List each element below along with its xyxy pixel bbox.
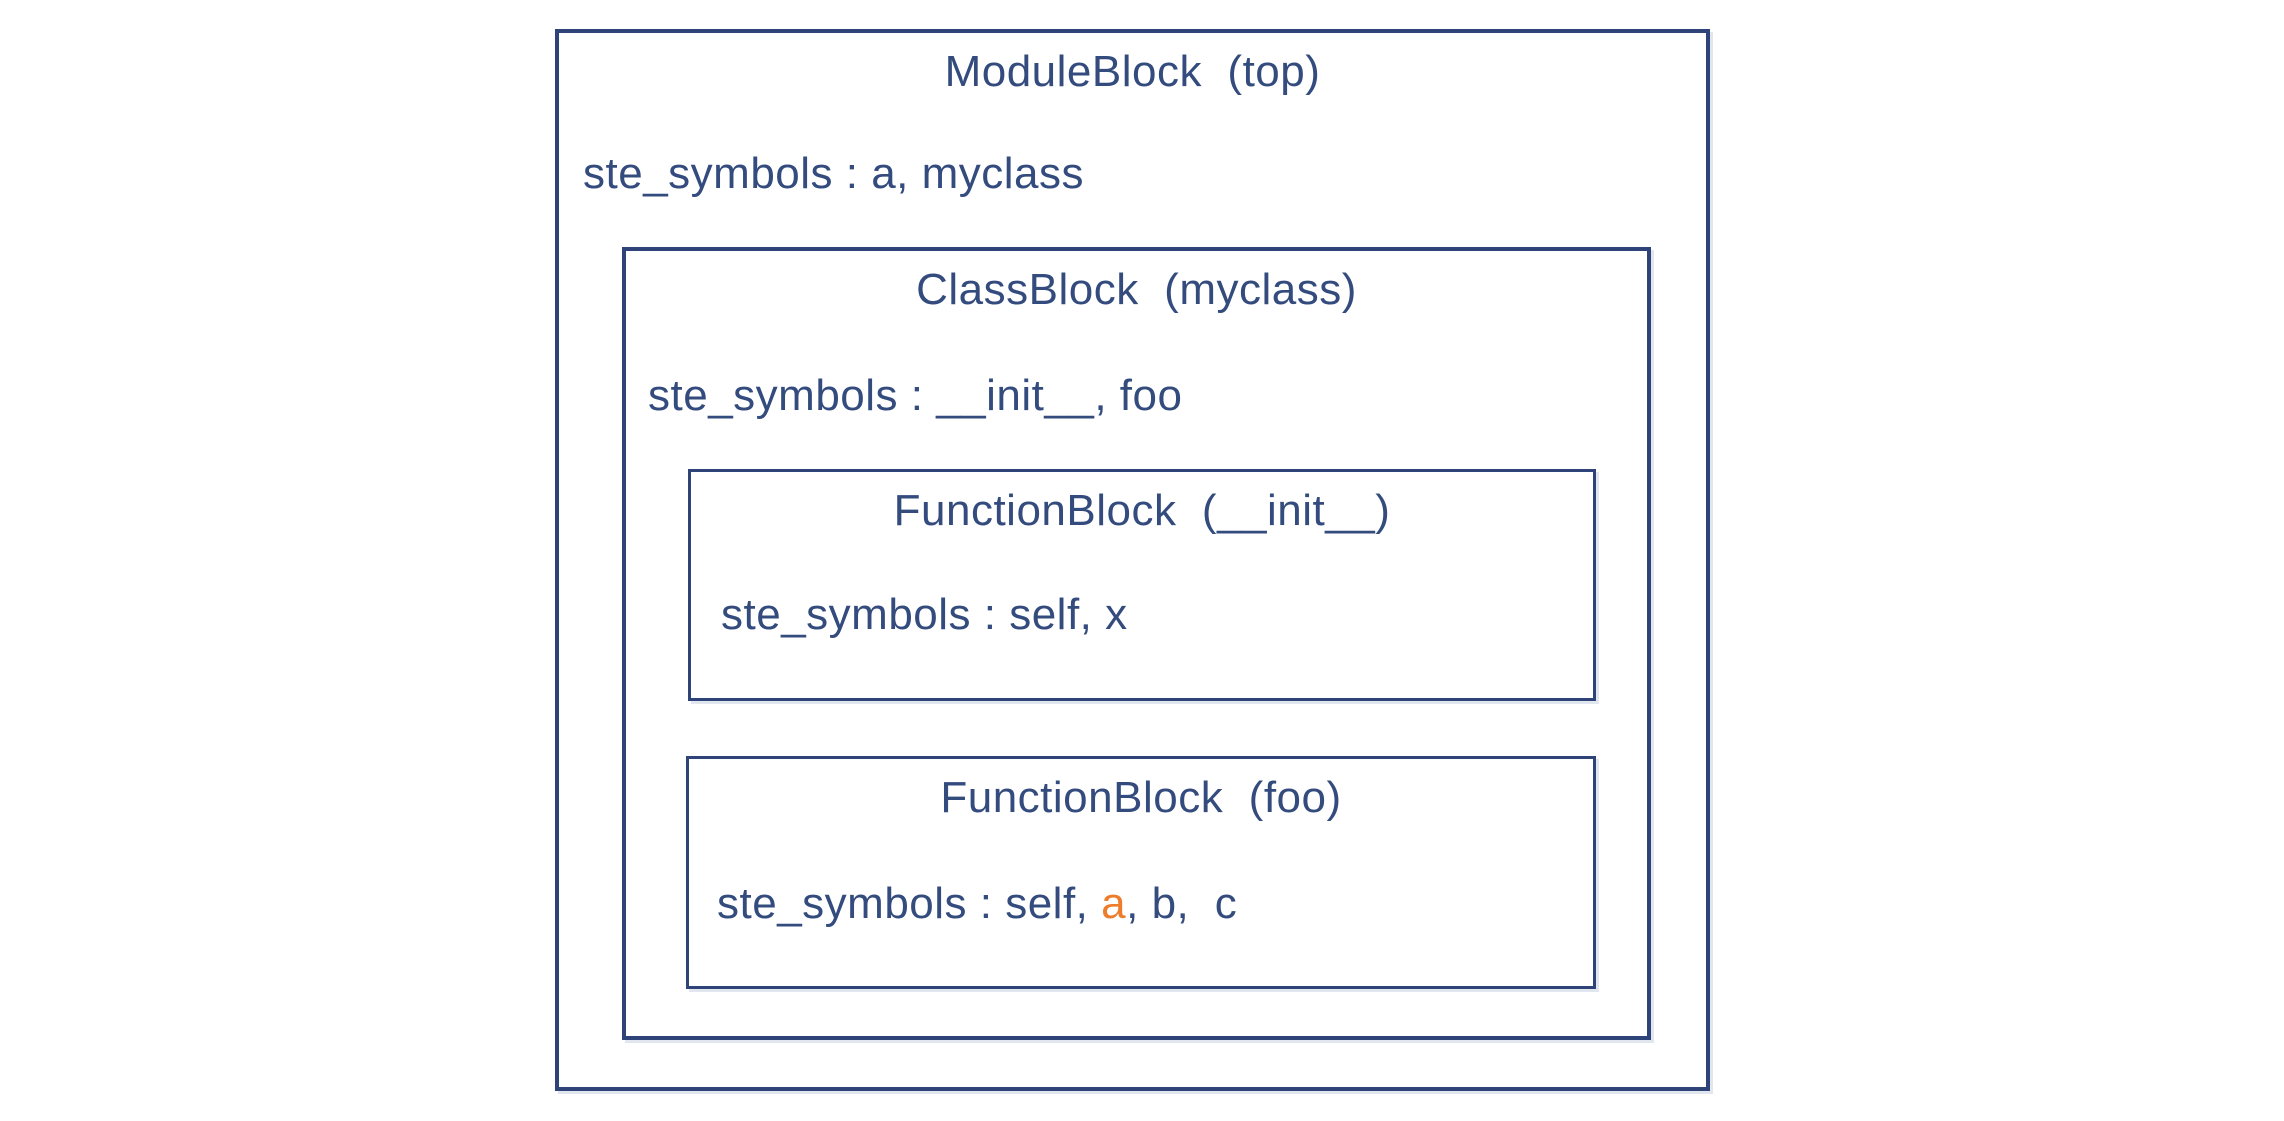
function-block-init: FunctionBlock (__init__) ste_symbols : s… (688, 469, 1596, 701)
function-block-init-title: FunctionBlock (__init__) (893, 486, 1391, 535)
symbol-text: ste_symbols : self, (717, 879, 1102, 928)
module-block-symbols: ste_symbols : a, myclass (583, 149, 1085, 198)
class-block-symbols: ste_symbols : __init__, foo (648, 371, 1183, 420)
module-block-title: ModuleBlock (top) (944, 47, 1321, 96)
symbol-highlighted: a (1101, 879, 1127, 928)
module-block: ModuleBlock (top) ste_symbols : a, mycla… (555, 29, 1710, 1091)
function-block-foo-title: FunctionBlock (foo) (940, 773, 1342, 822)
symbol-text: , b, c (1126, 879, 1238, 928)
function-block-init-symbols: ste_symbols : self, x (721, 590, 1128, 639)
class-block-title: ClassBlock (myclass) (916, 265, 1357, 314)
function-block-foo: FunctionBlock (foo) ste_symbols : self, … (686, 756, 1596, 989)
function-block-foo-symbols: ste_symbols : self, a, b, c (717, 877, 1237, 931)
class-block: ClassBlock (myclass) ste_symbols : __ini… (622, 247, 1651, 1040)
